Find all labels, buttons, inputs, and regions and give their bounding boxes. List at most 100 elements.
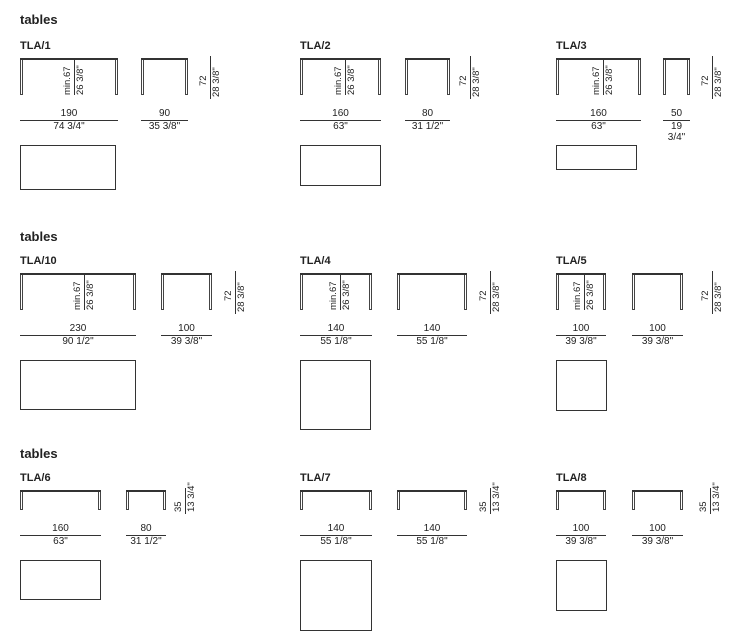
height-cm: 72 <box>478 290 489 301</box>
min-height-line <box>74 58 75 95</box>
table-leg <box>133 275 136 310</box>
height-dimension-line <box>470 56 471 99</box>
min-height-in: 26 3/8" <box>346 65 357 95</box>
height-cm: 35 <box>698 501 709 512</box>
width-cm: 100 <box>649 523 666 534</box>
width-dimension-line <box>632 535 683 536</box>
width-in: 31 1/2" <box>130 536 162 547</box>
side-view <box>126 490 166 510</box>
min-height-line <box>603 58 604 95</box>
length-cm: 100 <box>572 323 590 334</box>
width-dimension-line <box>397 535 467 536</box>
width-in: 55 1/8" <box>416 536 448 547</box>
length-in: 63" <box>53 536 68 547</box>
length-cm: 160 <box>52 523 69 534</box>
length-dimension-line <box>300 335 372 336</box>
front-view <box>20 58 118 95</box>
table-leg <box>603 275 606 310</box>
top-view <box>20 360 136 410</box>
min-height-cm: min.67 <box>333 66 344 95</box>
width-in: 39 3/8" <box>641 336 674 347</box>
table-leg <box>369 492 372 510</box>
min-height-line <box>584 273 585 310</box>
table-leg <box>464 492 467 510</box>
length-in: 39 3/8" <box>565 536 597 547</box>
table-model-label: TLA/6 <box>20 472 51 484</box>
table-leg <box>632 275 635 310</box>
table-leg <box>300 492 303 510</box>
length-cm: 100 <box>572 523 590 534</box>
height-dimension-line <box>185 488 186 514</box>
min-height-in: 26 3/8" <box>604 65 615 95</box>
length-in: 90 1/2" <box>62 336 94 347</box>
width-in: 19 3/4" <box>667 121 686 143</box>
height-in: 28 3/8" <box>236 282 247 312</box>
min-height-line <box>84 273 85 310</box>
front-view <box>300 58 381 95</box>
table-leg <box>397 275 400 310</box>
top-view <box>300 145 381 186</box>
side-view <box>397 490 467 510</box>
width-cm: 80 <box>140 523 152 534</box>
height-cm: 35 <box>478 501 489 512</box>
width-in: 31 1/2" <box>411 121 444 132</box>
table-leg <box>680 275 683 310</box>
table-leg <box>126 492 129 510</box>
table-model-label: TLA/3 <box>556 40 587 52</box>
top-view <box>300 560 372 631</box>
width-dimension-line <box>141 120 188 121</box>
width-dimension-line <box>405 120 450 121</box>
side-view <box>663 58 690 95</box>
width-cm: 50 <box>670 108 683 119</box>
min-height-cm: min.67 <box>72 281 83 310</box>
length-in: 55 1/8" <box>320 336 352 347</box>
table-leg <box>115 60 118 95</box>
table-leg <box>663 60 666 95</box>
table-leg <box>556 492 559 510</box>
top-view <box>20 560 101 600</box>
length-dimension-line <box>556 335 606 336</box>
length-dimension-line <box>20 335 136 336</box>
top-view <box>20 145 116 190</box>
length-cm: 190 <box>60 108 78 119</box>
front-view <box>556 273 606 310</box>
min-height-line <box>340 273 341 310</box>
table-leg <box>556 60 559 95</box>
table-leg <box>20 492 23 510</box>
length-dimension-line <box>556 535 606 536</box>
table-leg <box>20 60 23 95</box>
section-title: tables <box>20 229 58 244</box>
table-model-label: TLA/8 <box>556 472 587 484</box>
height-dimension-line <box>712 271 713 314</box>
table-model-label: TLA/7 <box>300 472 331 484</box>
length-cm: 230 <box>69 323 87 334</box>
table-leg <box>632 492 635 510</box>
length-in: 39 3/8" <box>565 336 597 347</box>
length-cm: 160 <box>590 108 607 119</box>
length-dimension-line <box>556 120 641 121</box>
top-view <box>556 145 637 170</box>
table-leg <box>378 60 381 95</box>
length-cm: 140 <box>327 523 345 534</box>
side-view <box>632 273 683 310</box>
side-view <box>632 490 683 510</box>
table-leg <box>209 275 212 310</box>
height-in: 28 3/8" <box>491 282 502 312</box>
front-view <box>300 490 372 510</box>
width-in: 39 3/8" <box>641 536 674 547</box>
min-height-cm: min.67 <box>62 66 73 95</box>
table-leg <box>98 492 101 510</box>
height-cm: 72 <box>458 75 469 86</box>
height-dimension-line <box>235 271 236 314</box>
length-cm: 160 <box>332 108 349 119</box>
table-leg <box>447 60 450 95</box>
height-dimension-line <box>490 488 491 514</box>
table-model-label: TLA/5 <box>556 255 587 267</box>
front-view <box>556 490 606 510</box>
table-model-label: TLA/4 <box>300 255 331 267</box>
width-cm: 90 <box>158 108 171 119</box>
table-leg <box>680 492 683 510</box>
side-view <box>397 273 467 310</box>
table-leg <box>141 60 144 95</box>
height-dimension-line <box>490 271 491 314</box>
